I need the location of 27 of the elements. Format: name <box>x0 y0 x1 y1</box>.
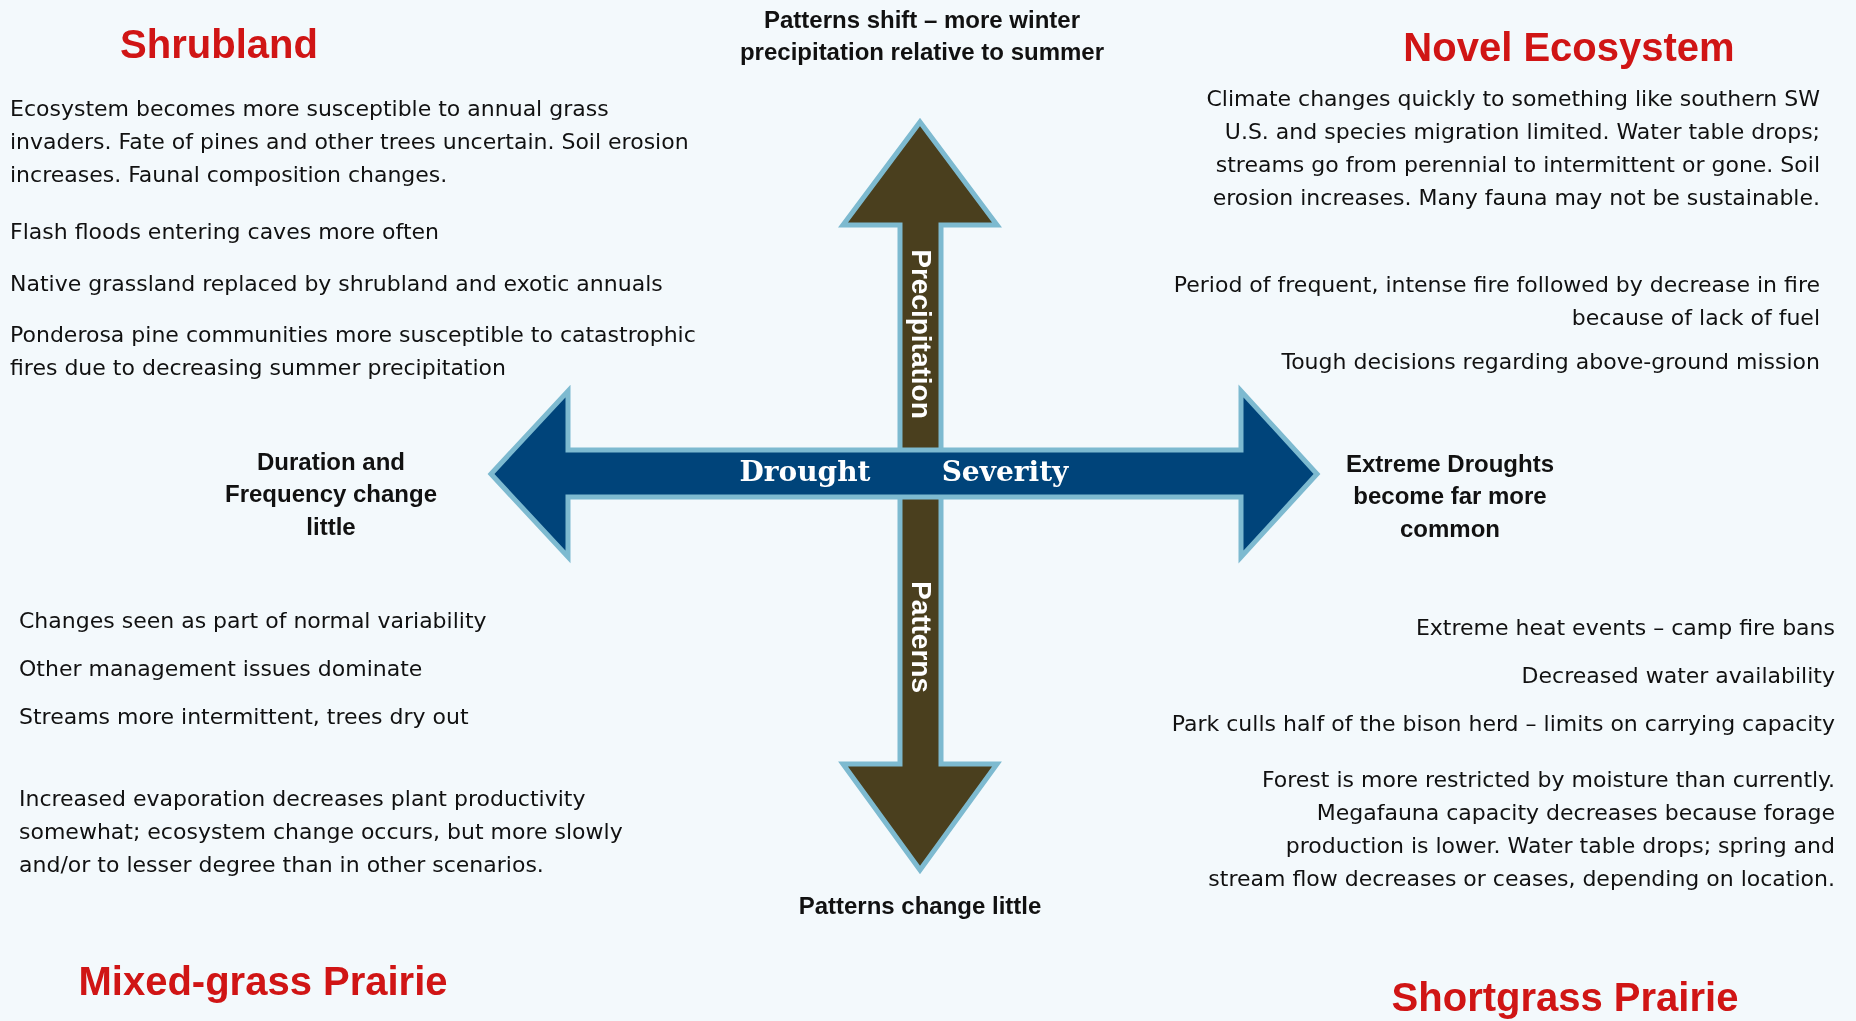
axis-end-label: Extreme Droughts become far more common <box>1344 449 1555 544</box>
scenario-title: Mixed-grass Prairie <box>78 959 448 1004</box>
scenario-title: Shortgrass Prairie <box>1391 975 1739 1020</box>
scenario-text: Ponderosa pine communities more susceptible to catastrophic fires due to decreasing summer precipitation <box>10 321 697 382</box>
scenario-title: Novel Ecosystem <box>1403 25 1735 70</box>
axis-label: Precipitation <box>905 249 937 419</box>
scenario-text: Streams more intermittent, trees dry out <box>19 703 470 731</box>
scenario-text: Decreased water availability <box>1520 662 1835 690</box>
axis-end-label: Duration and Frequency change little <box>223 447 439 542</box>
axis-end-label: Patterns change little <box>797 891 1043 921</box>
scenario-text: Increased evaporation decreases plant productivity somewhat; ecosystem change occurs, but more slowly and/or to lesser degree than in other scenarios. <box>19 785 624 879</box>
scenario-text: Other management issues dominate <box>19 655 424 683</box>
scenario-text: Flash floods entering caves more often <box>10 218 441 246</box>
scenario-text: Park culls half of the bison herd – limits on carrying capacity <box>1170 710 1835 738</box>
scenario-title: Shrubland <box>120 22 318 67</box>
axis-label: Patterns <box>905 581 937 693</box>
scenario-text: Climate changes quickly to something like southern SW U.S. and species migration limited. Water table drops; streams go from perennial to intermittent or gone. Soil erosion increases. Many fauna may not be sustainable. <box>1205 85 1820 212</box>
axis-label: Severity <box>941 455 1069 488</box>
axis-label: Drought <box>739 455 871 488</box>
scenario-text: Ecosystem becomes more susceptible to annual grass invaders. Fate of pines and other trees uncertain. Soil erosion increases. Faunal composition changes. <box>10 95 690 189</box>
scenario-text: Tough decisions regarding above-ground mission <box>1280 348 1820 376</box>
axis-end-label: Patterns shift – more winter precipitation relative to summer <box>738 5 1106 68</box>
scenario-text: Native grassland replaced by shrubland and exotic annuals <box>10 270 664 298</box>
scenario-text: Changes seen as part of normal variability <box>19 607 488 635</box>
scenario-text: Period of frequent, intense fire followed by decrease in fire because of lack of fuel <box>1172 271 1820 332</box>
scenario-text: Forest is more restricted by moisture than currently. Megafauna capacity decreases because forage production is lower. Water table drops; spring and stream flow decreases or ceases, depending on location. <box>1207 766 1835 893</box>
scenario-text: Extreme heat events – camp fire bans <box>1414 614 1835 642</box>
